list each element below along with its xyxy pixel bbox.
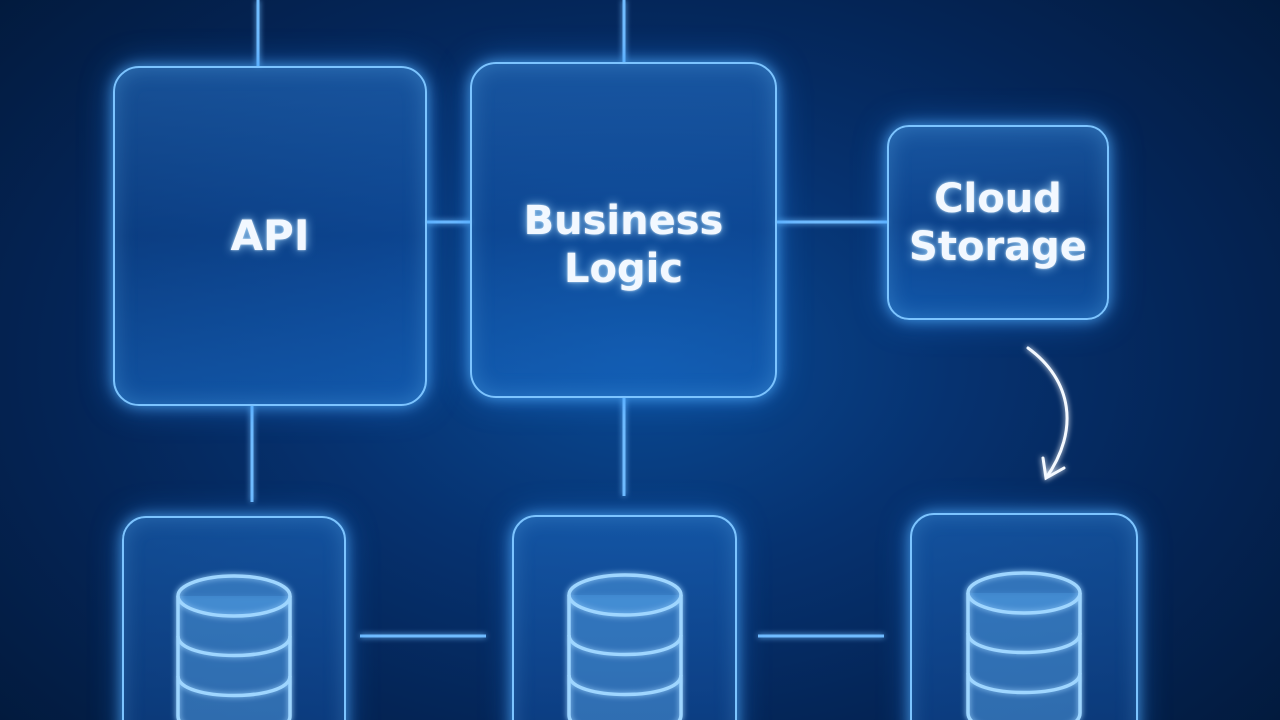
cloud-storage-label: Cloud Storage	[909, 175, 1087, 270]
business-logic-node: Business Logic	[470, 62, 777, 398]
database-icon	[566, 573, 683, 720]
database-node-1	[122, 516, 346, 720]
business-logic-label: Business Logic	[523, 198, 724, 292]
api-node: API	[113, 66, 427, 406]
database-icon	[966, 571, 1082, 720]
curved-arrow	[1026, 346, 1069, 481]
database-node-3	[910, 513, 1138, 720]
database-node-2	[512, 515, 737, 720]
cloud-storage-node: Cloud Storage	[887, 125, 1109, 320]
api-label: API	[230, 210, 310, 260]
database-icon	[176, 574, 292, 720]
